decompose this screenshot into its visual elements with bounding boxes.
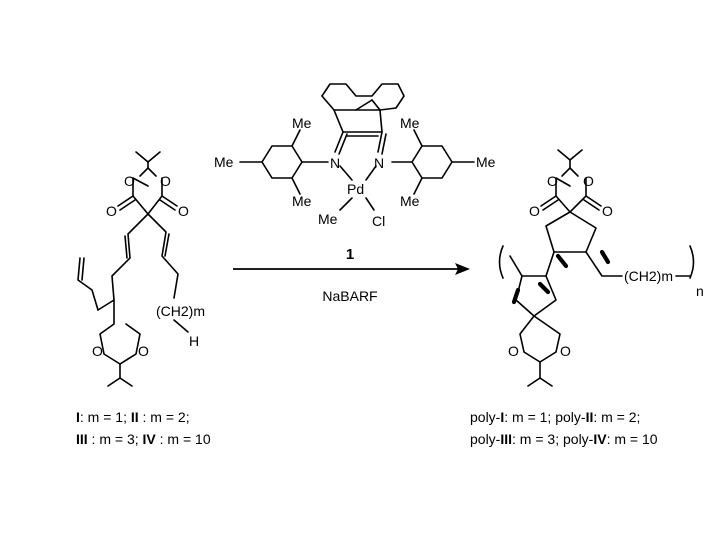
ring-oxygen-left: O [124, 173, 135, 189]
monomer-structure: O O O O O O (CH2)m H [77, 151, 205, 387]
monomer-label-line1: I: m = 1; II : m = 2; [76, 409, 190, 425]
reagent-label: NaBARF [322, 288, 377, 304]
lower-oxygen-right: O [138, 343, 149, 359]
ortho-methyl-right-bottom: Me [400, 193, 420, 209]
monomer-ch2-group: (CH2)m [156, 303, 205, 319]
catalyst-number: 1 [346, 246, 354, 263]
poly-lower-oxygen-right: O [560, 343, 571, 359]
carbonyl-oxygen-left: O [106, 203, 117, 219]
repeat-subscript: n [696, 283, 704, 299]
ring-oxygen-right: O [160, 173, 171, 189]
polymer-ch2-group: (CH2)m [624, 268, 673, 284]
poly-carbonyl-oxygen-right: O [602, 203, 613, 219]
ortho-methyl-left-bottom: Me [292, 193, 312, 209]
monomer-label-line2: III : m = 3; IV : m = 10 [76, 431, 211, 447]
para-methyl-right: Me [476, 154, 496, 170]
terminal-hydrogen: H [189, 333, 199, 349]
poly-lower-oxygen-left: O [508, 343, 519, 359]
carbonyl-oxygen-right: O [178, 203, 189, 219]
palladium-atom: Pd [347, 181, 364, 197]
chloride-atom: Cl [372, 213, 385, 229]
reaction-arrow [233, 263, 470, 275]
poly-carbonyl-oxygen-left: O [529, 203, 540, 219]
catalyst-structure: N N Pd Cl Me Me Me Me Me Me Me [214, 83, 496, 229]
poly-ring-oxygen-left: O [547, 173, 558, 189]
ortho-methyl-right-top: Me [400, 115, 420, 131]
left-n-atom: N [330, 155, 340, 171]
polymer-structure: O O O O O O (CH2)m n [498, 149, 704, 387]
lower-oxygen-left: O [92, 343, 103, 359]
polymer-label-line2: poly-III: m = 3; poly-IV: m = 10 [470, 431, 658, 447]
ortho-methyl-left-top: Me [292, 115, 312, 131]
pd-methyl-label: Me [318, 211, 338, 227]
para-methyl-left: Me [214, 154, 234, 170]
poly-ring-oxygen-right: O [583, 173, 594, 189]
polymer-label-line1: poly-I: m = 1; poly-II: m = 2; [470, 409, 640, 425]
right-n-atom: N [374, 155, 384, 171]
